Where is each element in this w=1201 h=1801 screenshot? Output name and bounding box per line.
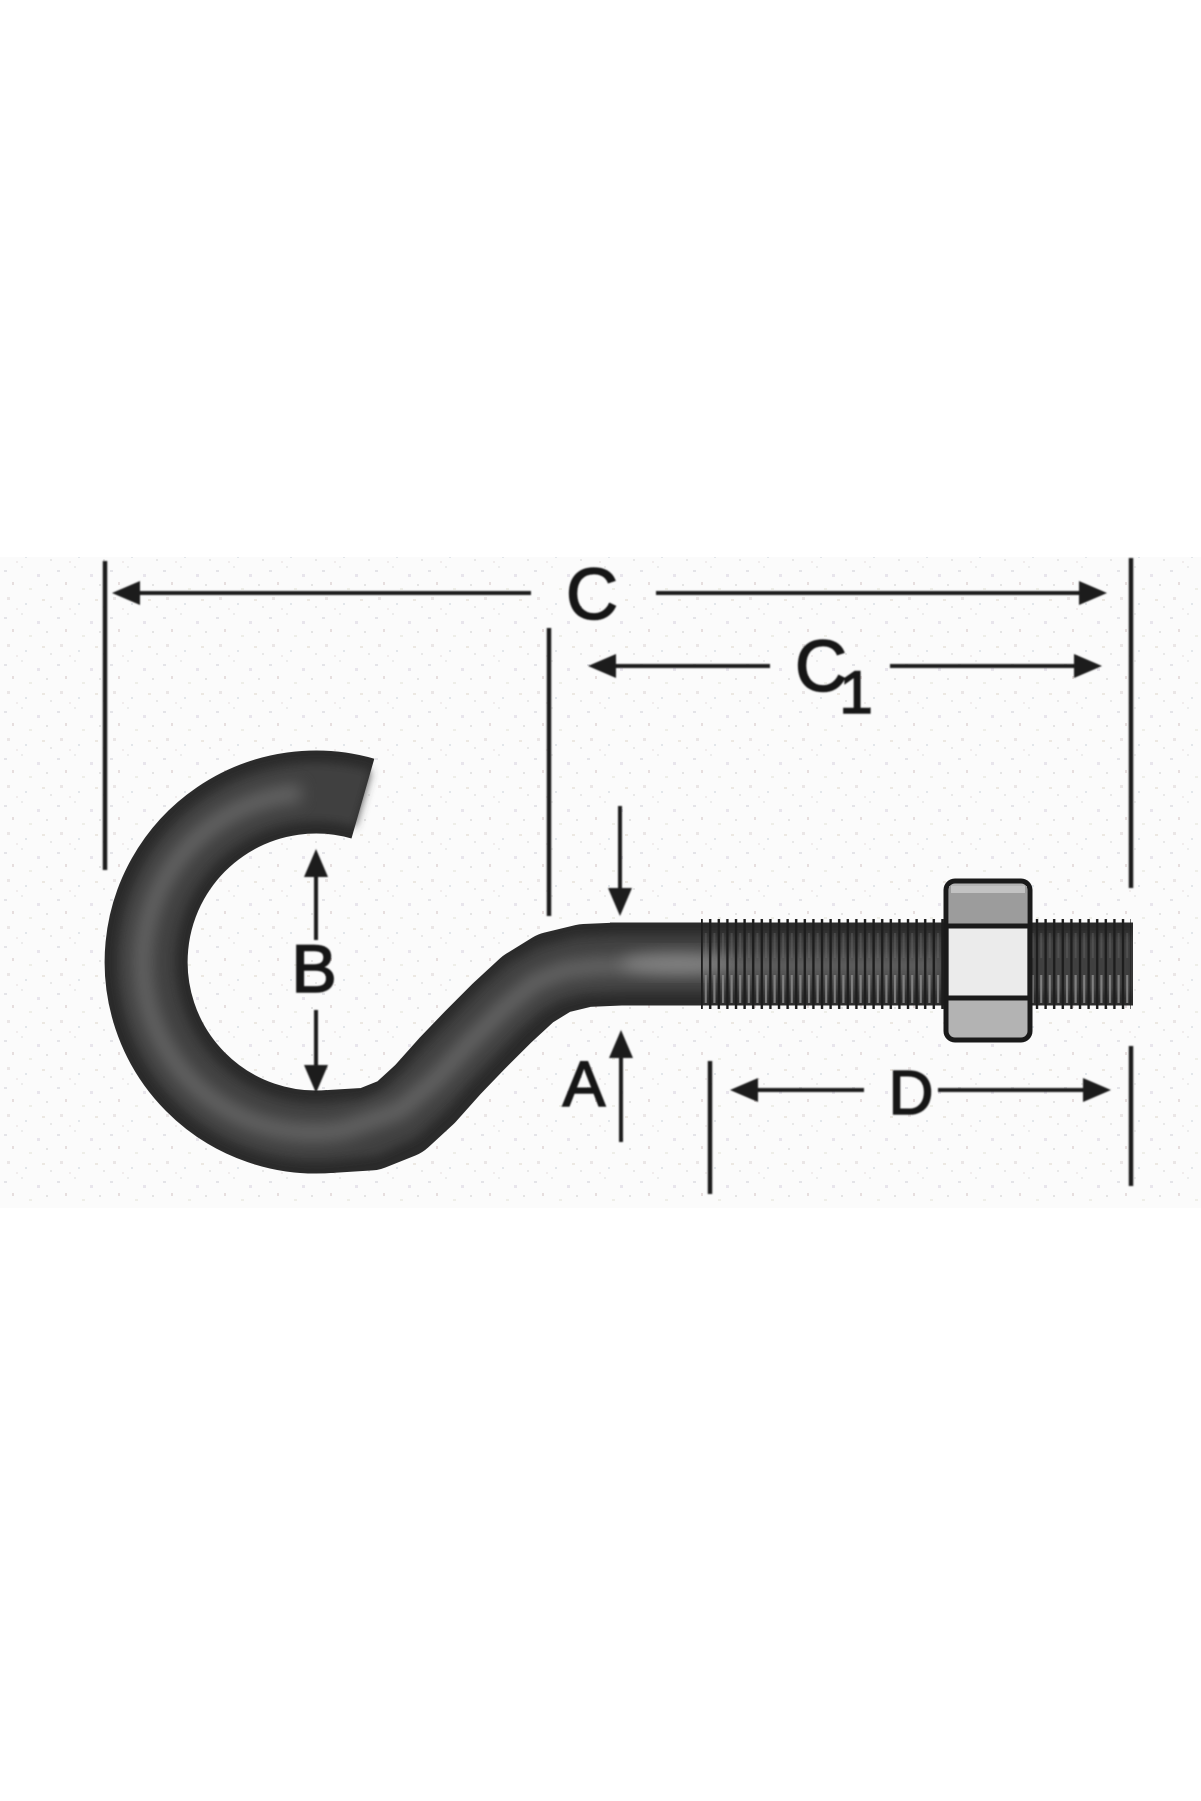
svg-text:B: B	[291, 931, 336, 1007]
svg-text:1: 1	[839, 659, 872, 726]
svg-text:D: D	[889, 1059, 934, 1128]
svg-text:C: C	[566, 555, 618, 635]
svg-text:A: A	[563, 1048, 606, 1120]
svg-text:C: C	[795, 627, 847, 707]
